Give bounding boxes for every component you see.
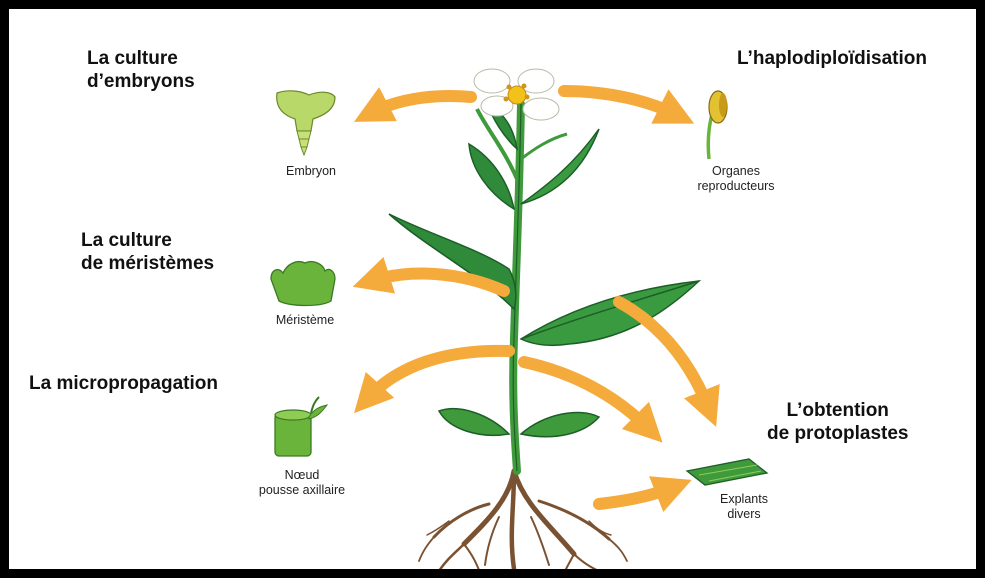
heading-culture-embryons: La culture d’embryons (87, 47, 195, 93)
label-organes: Organes reproducteurs (681, 164, 791, 194)
heading-line: La culture (81, 229, 214, 252)
heading-line: de méristèmes (81, 252, 214, 275)
label-line: Explants (699, 492, 789, 507)
flower (474, 69, 559, 120)
meristeme-icon (271, 262, 335, 306)
arrow-to-embryon (371, 96, 471, 113)
label-line: reproducteurs (681, 179, 791, 194)
label-line: Embryon (271, 164, 351, 179)
arrow-to-organes (564, 91, 677, 115)
embryo-icon (277, 91, 335, 155)
heading-protoplastes: L’obtention de protoplastes (767, 399, 908, 445)
explants-icon (687, 459, 767, 485)
arrow-to-micropropagation (367, 351, 509, 399)
label-explants: Explants divers (699, 492, 789, 522)
heading-haplodiploidisation: L’haplodiploïdisation (737, 47, 927, 70)
label-embryon: Embryon (271, 164, 351, 179)
side-stalk (521, 134, 567, 159)
heading-line: L’haplodiploïdisation (737, 47, 927, 70)
plant-illustration (9, 9, 985, 578)
heading-line: d’embryons (87, 70, 195, 93)
heading-line: La micropropagation (29, 372, 218, 395)
label-line: divers (699, 507, 789, 522)
heading-line: La culture (87, 47, 195, 70)
label-line: Nœud (237, 468, 367, 483)
heading-culture-meristemes: La culture de méristèmes (81, 229, 214, 275)
heading-micropropagation: La micropropagation (29, 372, 218, 395)
label-line: Organes (681, 164, 791, 179)
roots (419, 471, 627, 578)
organes-icon (708, 91, 727, 159)
heading-line: de protoplastes (767, 422, 908, 445)
noeud-icon (275, 397, 327, 456)
label-noeud: Nœud pousse axillaire (237, 468, 367, 498)
label-meristeme: Méristème (261, 313, 349, 328)
arrow-to-explants (599, 487, 674, 504)
label-line: pousse axillaire (237, 483, 367, 498)
label-line: Méristème (261, 313, 349, 328)
heading-line: L’obtention (767, 399, 908, 422)
